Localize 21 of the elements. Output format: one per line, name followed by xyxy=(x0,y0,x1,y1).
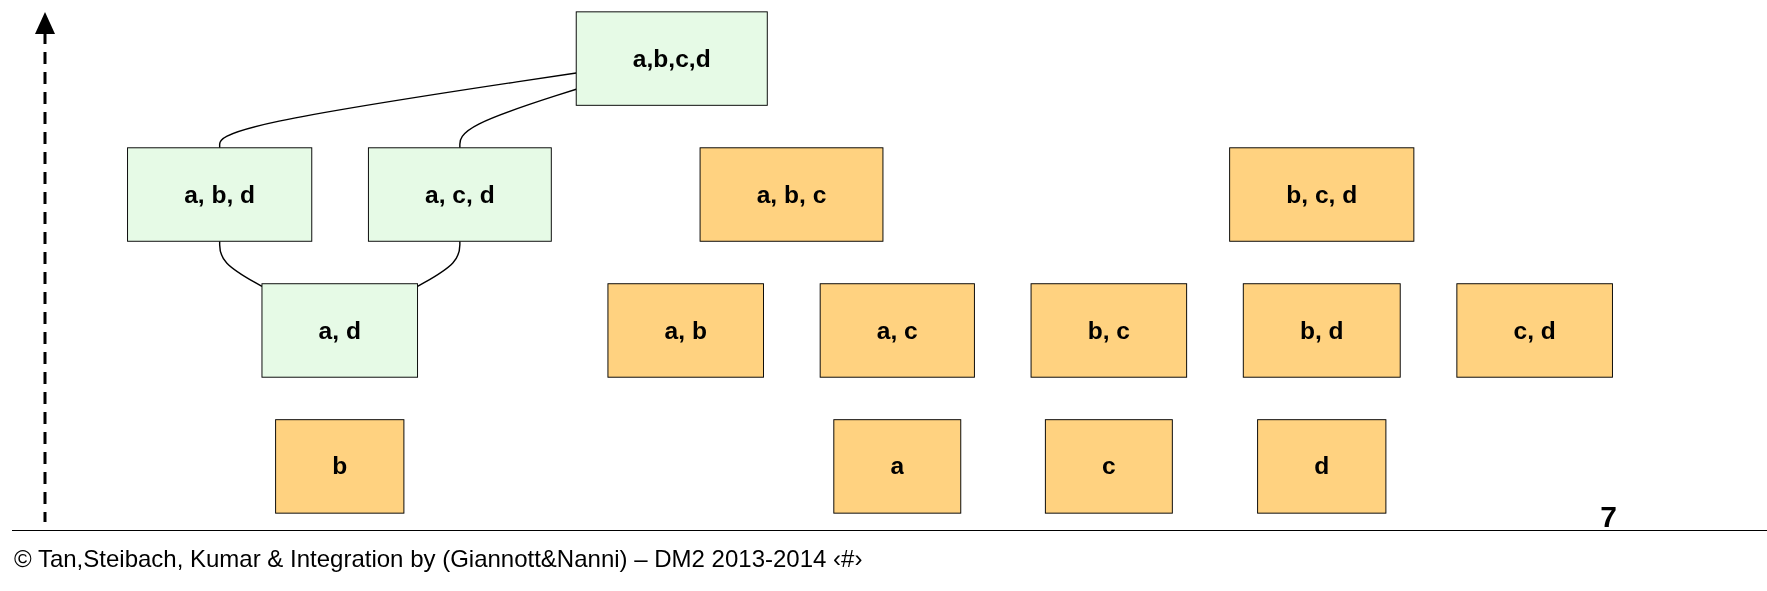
node-box: b, d xyxy=(1242,283,1401,378)
node-box: a, d xyxy=(261,283,419,378)
connector xyxy=(218,72,577,149)
node-box: d xyxy=(1257,419,1387,514)
node-box: a, c, d xyxy=(367,147,552,242)
node-box: b xyxy=(275,419,405,514)
node-box: a, c xyxy=(819,283,975,378)
node-box: a, b xyxy=(607,283,764,378)
page-number: 7 xyxy=(1600,500,1617,534)
node-box: a, b, c xyxy=(699,147,884,242)
node-box: b, c xyxy=(1030,283,1188,378)
connector xyxy=(218,240,263,288)
node-box: b, c, d xyxy=(1229,147,1415,242)
node-box: a,b,c,d xyxy=(575,11,768,106)
node-box: c, d xyxy=(1456,283,1613,378)
node-box: c xyxy=(1044,419,1173,514)
connector xyxy=(416,240,461,288)
node-box: a, b, d xyxy=(127,147,313,242)
connector xyxy=(459,88,577,149)
node-box: a xyxy=(833,419,962,514)
footer-text: © Tan,Steibach, Kumar & Integration by (Giannott&Nanni) – DM2 2013-2014 ‹#› xyxy=(14,545,863,573)
